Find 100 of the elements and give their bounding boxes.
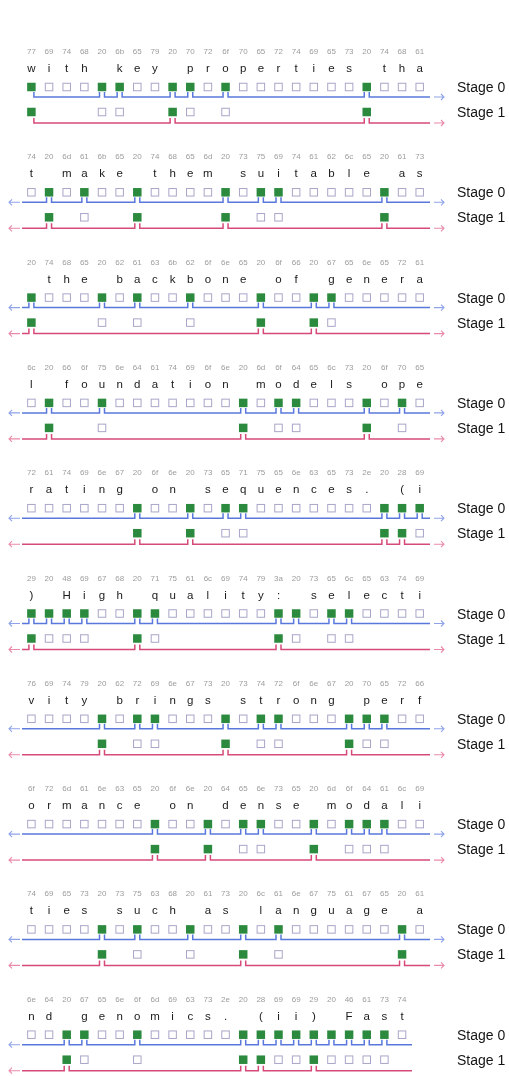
byte-character: a bbox=[45, 484, 53, 496]
byte-hex-code: 29 bbox=[26, 574, 36, 583]
byte-character: a bbox=[398, 168, 406, 181]
byte-character: g bbox=[98, 589, 106, 602]
byte-hex-code: 79 bbox=[150, 48, 160, 56]
byte-character: a bbox=[81, 168, 88, 181]
byte-hex-code: 69 bbox=[291, 995, 301, 1004]
byte-hex-code: 68 bbox=[79, 48, 89, 56]
byte-character: s bbox=[116, 905, 123, 918]
byte-character: e bbox=[310, 379, 317, 391]
byte-character: s bbox=[240, 168, 247, 181]
byte-hex-code: 72 bbox=[203, 48, 213, 56]
byte-hex-code: 20 bbox=[344, 679, 354, 688]
byte-character: n bbox=[222, 273, 229, 286]
byte-character: a bbox=[416, 273, 423, 286]
byte-hex-code: 20 bbox=[397, 890, 407, 899]
byte-character: y bbox=[152, 63, 158, 75]
byte-hex-code: 20 bbox=[221, 679, 230, 688]
byte-hex-code: 6e bbox=[97, 785, 107, 794]
byte-hex-code: 69 bbox=[79, 574, 89, 583]
byte-character: i bbox=[312, 63, 316, 75]
byte-hex-code: 71 bbox=[238, 469, 248, 478]
byte-hex-code: 73 bbox=[344, 48, 354, 56]
byte-hex-code: 6d bbox=[62, 153, 72, 162]
byte-hex-code: 65 bbox=[79, 258, 89, 267]
byte-hex-code: 20 bbox=[362, 48, 372, 56]
byte-hex-code: 20 bbox=[132, 469, 142, 478]
byte-hex-code: 6e bbox=[256, 785, 266, 794]
byte-character: n bbox=[169, 484, 176, 496]
byte-hex-code: 63 bbox=[150, 890, 160, 899]
byte-character: g bbox=[363, 905, 370, 918]
byte-character: n bbox=[98, 484, 106, 496]
byte-character: e bbox=[63, 905, 70, 918]
byte-character: h bbox=[169, 168, 176, 181]
byte-hex-code: 65 bbox=[132, 785, 142, 794]
byte-hex-code: 61 bbox=[309, 153, 319, 162]
byte-hex-code: 69 bbox=[150, 679, 160, 688]
byte-character: n bbox=[169, 695, 176, 707]
byte-hex-code: 3a bbox=[274, 574, 283, 583]
byte-character: y bbox=[81, 695, 88, 707]
byte-hex-code: 65 bbox=[62, 890, 72, 899]
byte-character: i bbox=[153, 695, 157, 707]
stage-label: Stage 1 bbox=[457, 420, 506, 435]
byte-hex-code: 65 bbox=[379, 258, 389, 267]
byte-character: t bbox=[400, 589, 404, 602]
byte-hex-code: 6e bbox=[168, 469, 178, 478]
byte-character: i bbox=[47, 905, 51, 918]
byte-character: s bbox=[310, 589, 317, 602]
byte-hex-code: 73 bbox=[415, 153, 425, 162]
byte-hex-code: 65 bbox=[327, 48, 336, 56]
byte-character: o bbox=[151, 484, 159, 496]
byte-hex-code: 20 bbox=[62, 995, 72, 1004]
byte-hex-code: 20 bbox=[309, 258, 319, 267]
byte-hex-code: 64 bbox=[132, 363, 142, 372]
byte-character: d bbox=[134, 379, 141, 391]
byte-character: f bbox=[294, 273, 298, 286]
byte-character: e bbox=[416, 379, 423, 391]
byte-hex-code: 65 bbox=[221, 469, 230, 478]
byte-hex-code: 61 bbox=[44, 469, 54, 478]
byte-character: r bbox=[276, 63, 281, 75]
byte-character: d bbox=[292, 379, 300, 391]
byte-character: l bbox=[347, 168, 351, 181]
byte-character: g bbox=[116, 484, 123, 496]
byte-hex-code: 70 bbox=[362, 679, 372, 688]
byte-character: i bbox=[418, 800, 421, 812]
byte-character: i bbox=[224, 589, 227, 602]
byte-hex-code: 20 bbox=[379, 153, 389, 162]
byte-character: o bbox=[81, 379, 88, 391]
byte-character: e bbox=[134, 63, 141, 75]
byte-character: n bbox=[98, 800, 106, 812]
byte-hex-code: 64 bbox=[362, 785, 372, 794]
byte-hex-code: 65 bbox=[327, 574, 336, 583]
byte-character: e bbox=[187, 168, 194, 181]
byte-character: c bbox=[187, 1010, 194, 1023]
byte-character: e bbox=[381, 695, 388, 707]
byte-hex-code: 73 bbox=[79, 890, 89, 899]
byte-hex-code: 68 bbox=[397, 48, 407, 56]
byte-hex-code: 72 bbox=[274, 679, 283, 688]
byte-hex-code: 63 bbox=[309, 469, 319, 478]
byte-hex-code: 79 bbox=[79, 679, 89, 688]
byte-hex-code: 6c bbox=[27, 363, 36, 372]
byte-character: f bbox=[418, 695, 422, 707]
byte-character: u bbox=[98, 379, 106, 391]
byte-character: o bbox=[345, 800, 353, 812]
byte-character: a bbox=[345, 905, 353, 918]
byte-hex-code: 71 bbox=[150, 574, 160, 583]
byte-hex-code: 6c bbox=[344, 153, 354, 162]
byte-hex-code: 61 bbox=[79, 153, 89, 162]
stage-label: Stage 1 bbox=[457, 526, 506, 541]
stage-label: Stage 1 bbox=[457, 842, 506, 857]
byte-character: q bbox=[240, 484, 247, 496]
byte-character: t bbox=[29, 168, 33, 181]
byte-hex-code: 61 bbox=[185, 574, 195, 583]
byte-hex-code: 2e bbox=[221, 995, 230, 1004]
byte-character: u bbox=[257, 168, 265, 181]
byte-hex-code: 20 bbox=[185, 469, 195, 478]
stage-label: Stage 1 bbox=[457, 105, 506, 119]
byte-hex-code: 68 bbox=[62, 258, 72, 267]
byte-hex-code: 6f bbox=[275, 363, 282, 372]
byte-character: a bbox=[363, 1010, 370, 1023]
